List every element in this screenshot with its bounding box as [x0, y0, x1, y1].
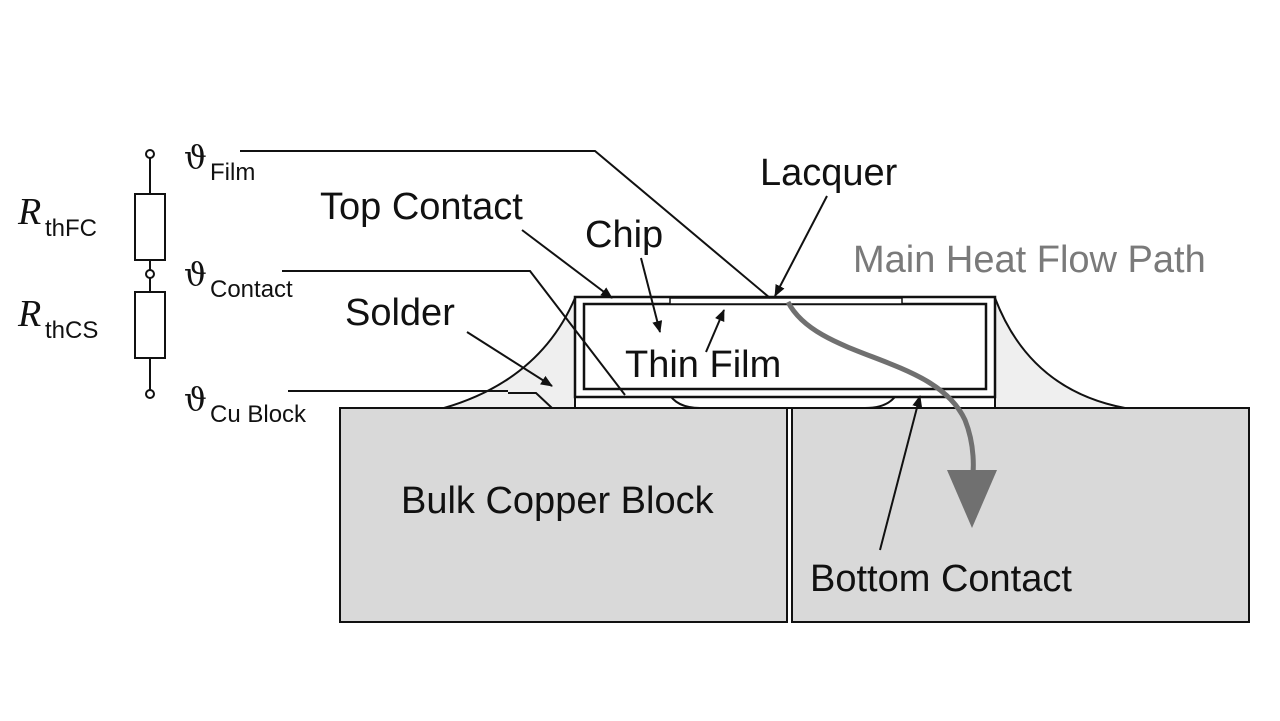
label-theta-cu-symbol: ϑ — [184, 380, 207, 418]
label-solder: Solder — [345, 292, 455, 334]
label-top-contact: Top Contact — [320, 186, 523, 228]
label-chip: Chip — [585, 214, 663, 256]
solder-step-left — [508, 392, 553, 409]
arrow-bottom-contact — [879, 395, 923, 551]
label-bottom-contact: Bottom Contact — [810, 558, 1072, 600]
label-bulk-copper-block: Bulk Copper Block — [401, 480, 715, 522]
label-rthcs-symbol: R — [17, 293, 41, 335]
arrow-lacquer — [774, 195, 828, 297]
node-film — [145, 149, 155, 159]
label-rthfc-symbol: R — [17, 191, 41, 233]
node-contact — [145, 269, 155, 279]
label-main-heat-flow-path: Main Heat Flow Path — [853, 239, 1206, 281]
resistor-rthcs — [134, 291, 166, 359]
arrow-solder — [466, 331, 553, 387]
thermal-resistor-network — [134, 149, 166, 399]
label-theta-cu-sub: Cu Block — [210, 401, 307, 428]
arrow-thin-film — [705, 309, 725, 353]
label-theta-film-sub: Film — [210, 159, 255, 186]
bulk-copper-block-right — [791, 407, 1250, 623]
leader-theta-contact — [282, 270, 626, 396]
label-rthfc-sub: thFC — [45, 215, 97, 242]
node-cu-block — [145, 389, 155, 399]
label-thin-film: Thin Film — [625, 344, 781, 386]
label-theta-film-symbol: ϑ — [184, 138, 207, 176]
bulk-copper-block-left — [339, 407, 788, 623]
arrow-top-contact — [521, 229, 613, 299]
solder-fillet-right — [994, 297, 1126, 409]
thin-film-strip — [669, 297, 903, 305]
arrow-chip — [640, 257, 663, 333]
heat-flow-arrow — [785, 300, 976, 483]
label-theta-contact-sub: Contact — [210, 276, 293, 303]
label-rthcs-sub: thCS — [45, 317, 98, 344]
resistor-rthfc — [134, 193, 166, 261]
heat-flow-arrowhead — [947, 470, 997, 528]
label-theta-contact-symbol: ϑ — [184, 255, 207, 293]
label-lacquer: Lacquer — [760, 152, 898, 194]
leader-theta-film — [240, 150, 771, 299]
